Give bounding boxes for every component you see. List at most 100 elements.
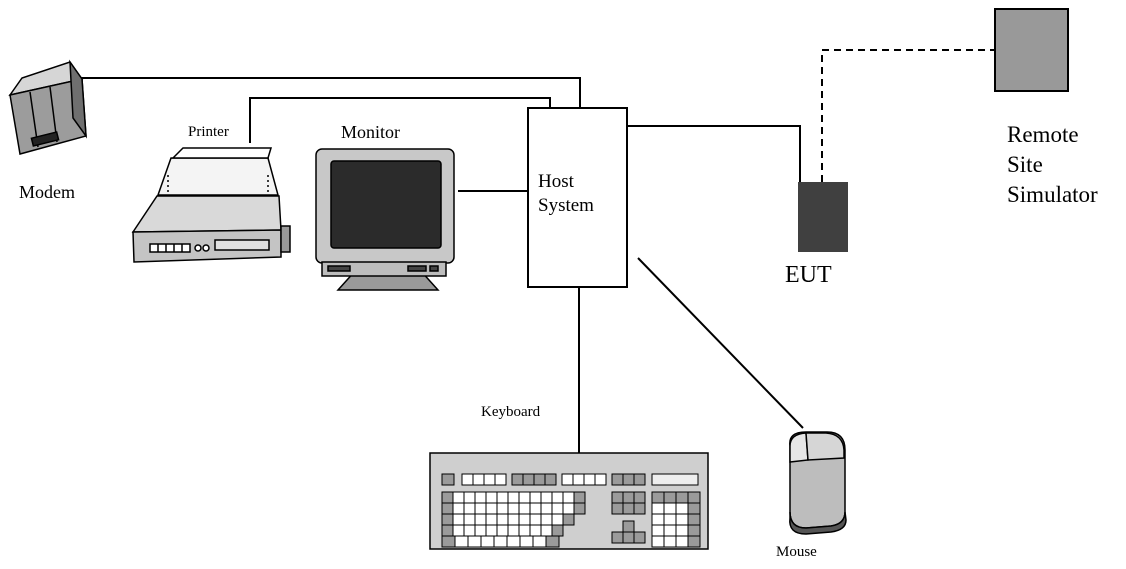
- keyboard-key: [633, 502, 646, 515]
- keyboard-key: [507, 502, 520, 515]
- mouse-label: Mouse: [776, 544, 817, 560]
- keyboard-key: [675, 491, 689, 504]
- keyboard-key: [663, 513, 677, 526]
- keyboard-key: [622, 520, 635, 533]
- keyboard-key: [633, 473, 646, 486]
- keyboard-key: [518, 524, 531, 537]
- keyboard-key: [562, 502, 575, 515]
- keyboard-key: [651, 491, 665, 504]
- keyboard-key: [651, 513, 665, 526]
- keyboard-key: [622, 502, 635, 515]
- remote-site-simulator-box: [994, 8, 1069, 92]
- keyboard-key: [452, 502, 465, 515]
- keyboard-key: [463, 502, 476, 515]
- keyboard-key: [519, 535, 534, 548]
- keyboard-key: [562, 513, 575, 526]
- keyboard-key: [540, 513, 553, 526]
- mouse-connection-line: [637, 257, 804, 429]
- keyboard-key: [483, 473, 496, 486]
- keyboard-key: [507, 513, 520, 526]
- keyboard-key: [663, 502, 677, 515]
- keyboard-key: [651, 502, 665, 515]
- keyboard-key: [507, 491, 520, 504]
- keyboard-key: [551, 513, 564, 526]
- monitor-icon: [315, 148, 455, 291]
- keyboard-key: [573, 491, 586, 504]
- keyboard-key: [518, 502, 531, 515]
- keyboard-key: [532, 535, 547, 548]
- remote-site-simulator-label: Remote Site Simulator: [1007, 120, 1098, 210]
- keyboard-key: [663, 535, 677, 548]
- host-system-label-line2: System: [538, 195, 594, 216]
- modem-label: Modem: [19, 182, 75, 202]
- keyboard-key: [463, 513, 476, 526]
- keyboard-key: [485, 502, 498, 515]
- keyboard-key: [485, 524, 498, 537]
- keyboard-key: [573, 502, 586, 515]
- keyboard-key: [540, 491, 553, 504]
- modem-icon: [8, 59, 87, 155]
- keyboard-key: [496, 502, 509, 515]
- keyboard-key: [518, 513, 531, 526]
- keyboard-key: [611, 491, 624, 504]
- keyboard-key: [540, 524, 553, 537]
- keyboard-key: [529, 491, 542, 504]
- keyboard-key: [480, 535, 495, 548]
- remote-label-line2: Site: [1007, 152, 1043, 177]
- keyboard-key: [441, 524, 454, 537]
- keyboard-key: [561, 473, 574, 486]
- keyboard-key: [441, 491, 454, 504]
- keyboard-key: [687, 535, 701, 548]
- keyboard-key: [452, 491, 465, 504]
- keyboard-key: [467, 535, 482, 548]
- keyboard-key: [687, 502, 701, 515]
- keyboard-key: [496, 491, 509, 504]
- keyboard-key: [594, 473, 607, 486]
- keyboard-key: [622, 531, 635, 544]
- keyboard-key: [454, 535, 469, 548]
- keyboard-key: [529, 502, 542, 515]
- keyboard-key: [551, 502, 564, 515]
- keyboard-key: [485, 491, 498, 504]
- keyboard-key: [494, 473, 507, 486]
- keyboard-key: [633, 491, 646, 504]
- keyboard-key: [441, 502, 454, 515]
- remote-label-line3: Simulator: [1007, 182, 1098, 207]
- keyboard-key: [651, 524, 665, 537]
- monitor-label: Monitor: [341, 122, 401, 142]
- keyboard-key: [441, 473, 455, 486]
- keyboard-key: [675, 502, 689, 515]
- keyboard-key: [687, 513, 701, 526]
- keyboard-key: [633, 531, 646, 544]
- keyboard-key: [622, 491, 635, 504]
- modem-connection-line: [60, 77, 581, 108]
- keyboard-key: [663, 524, 677, 537]
- keyboard-key: [675, 513, 689, 526]
- keyboard-key: [507, 524, 520, 537]
- keyboard-key: [533, 473, 546, 486]
- keyboard-key: [522, 473, 535, 486]
- keyboard-key: [441, 535, 456, 548]
- mouse-icon: [789, 431, 847, 535]
- keyboard-key: [562, 491, 575, 504]
- printer-label: Printer: [188, 124, 229, 140]
- host-system-box: [527, 107, 628, 288]
- keyboard-label: Keyboard: [481, 404, 541, 420]
- keyboard-key: [452, 524, 465, 537]
- keyboard-key: [663, 491, 677, 504]
- eut-connection-line: [627, 125, 801, 182]
- keyboard-key: [544, 473, 557, 486]
- keyboard-key: [651, 535, 665, 548]
- keyboard-key: [472, 473, 485, 486]
- keyboard-key: [452, 513, 465, 526]
- keyboard-key: [611, 502, 624, 515]
- keyboard-key: [493, 535, 508, 548]
- printer-connection-line: [249, 97, 551, 143]
- remote-dashed-connection-line: [821, 49, 995, 182]
- keyboard-key: [675, 524, 689, 537]
- keyboard-key: [474, 524, 487, 537]
- keyboard-key: [687, 491, 701, 504]
- keyboard-key: [474, 513, 487, 526]
- keyboard-key: [463, 524, 476, 537]
